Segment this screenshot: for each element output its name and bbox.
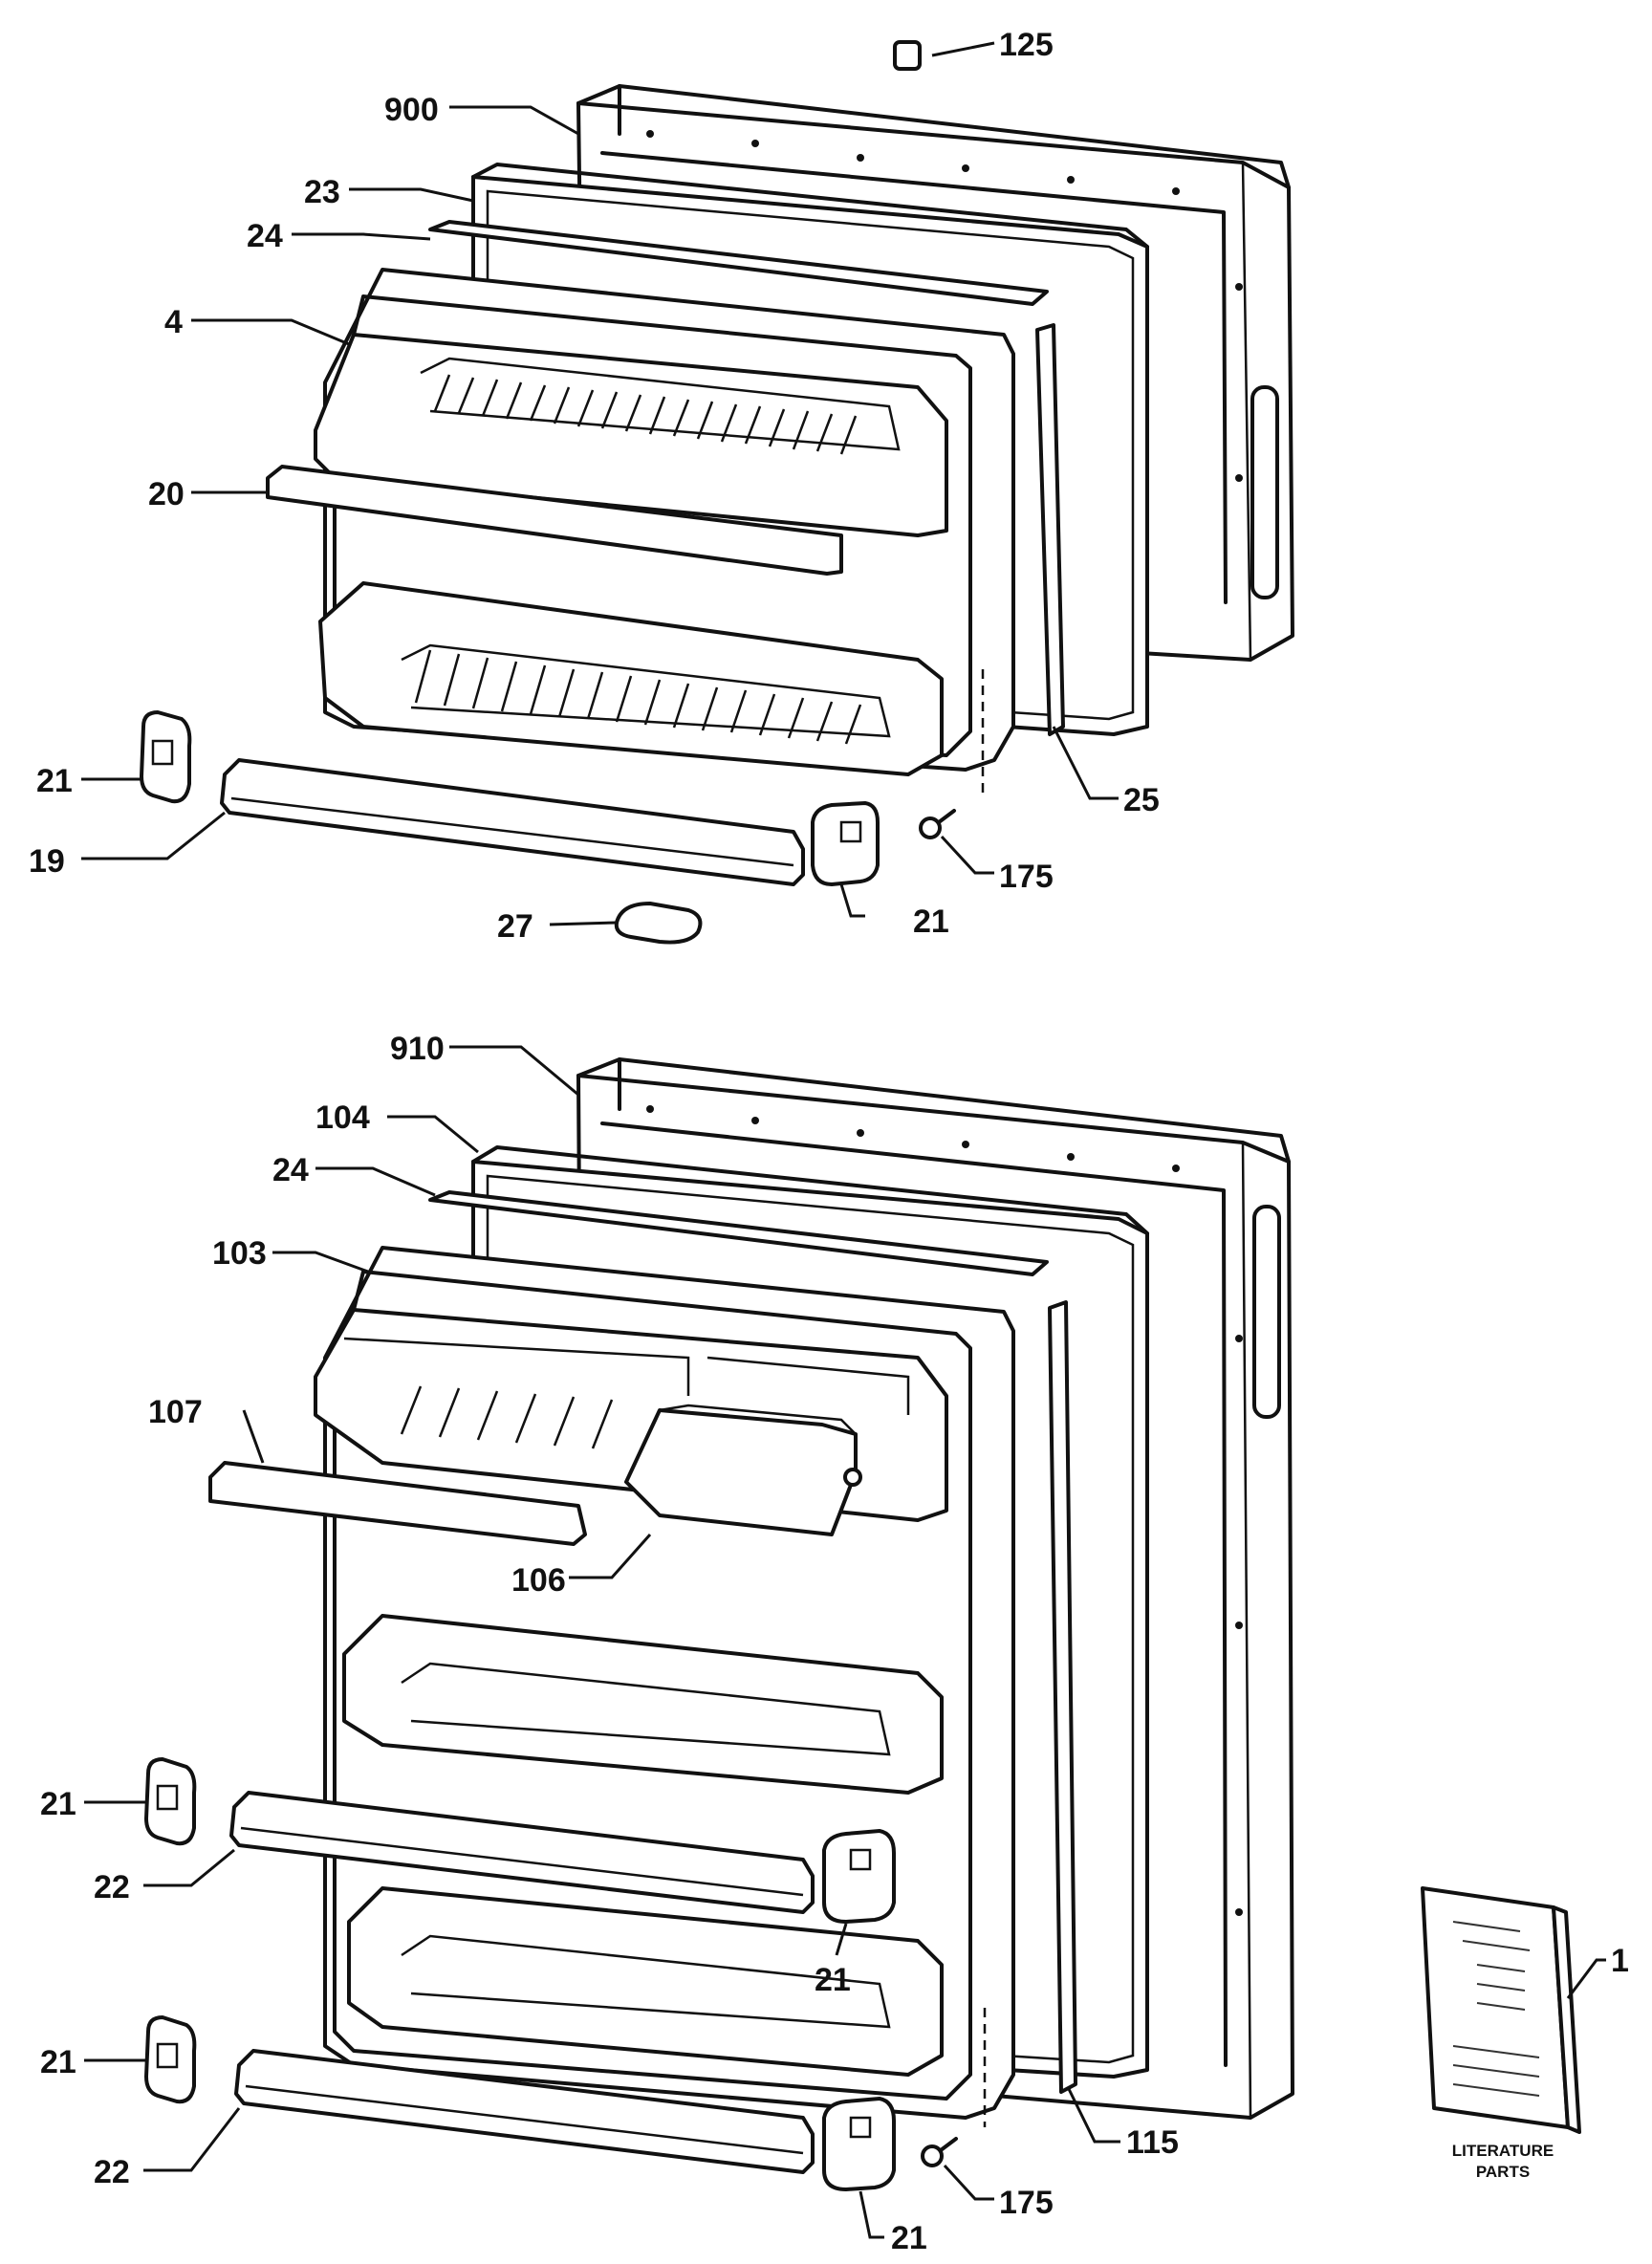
part-125-plug: [893, 40, 922, 71]
part-1-literature-book: [1421, 1886, 1581, 2134]
part-21-end-cap-left-mid: [144, 1757, 197, 1846]
callout-27: 27: [497, 908, 533, 945]
part-24-top-strip-lower: [428, 1190, 1049, 1276]
part-24-top-strip: [428, 220, 1049, 306]
callout-1: 1: [1611, 1943, 1629, 1979]
callout-23: 23: [304, 174, 340, 210]
part-115-breaker-strip: [1048, 1300, 1077, 2094]
part-27-hinge-cover: [614, 902, 703, 945]
part-22-shelf-rail-mid: [229, 1791, 815, 1914]
literature-label-line1: LITERATURE: [1452, 2142, 1554, 2160]
callout-21: 21: [36, 763, 73, 799]
callout-115: 115: [1126, 2124, 1179, 2161]
part-21-end-cap-left-bottom: [144, 2015, 197, 2104]
part-107-shelf-bar: [208, 1461, 587, 1546]
part-175-screw: [919, 809, 956, 839]
callout-24: 24: [247, 218, 283, 254]
callout-900: 900: [384, 92, 439, 128]
part-20-shelf-bar: [266, 465, 843, 576]
part-21-end-cap-right: [811, 801, 880, 886]
callout-22: 22: [94, 1869, 130, 1905]
callout-19: 19: [29, 843, 65, 880]
callout-21: 21: [913, 903, 949, 940]
callout-107: 107: [148, 1394, 203, 1430]
callout-21: 21: [40, 1786, 76, 1822]
callout-21: 21: [40, 2044, 76, 2080]
part-175-screw-lower: [921, 2137, 958, 2167]
fresh-food-door-assembly: [144, 1057, 1581, 2191]
part-21-end-cap-right-mid: [822, 1829, 896, 1924]
callout-21: 21: [815, 1962, 851, 1998]
callout-labels: 125 900 23 24 4 20 21 19 25 175 21 27 91…: [29, 27, 1629, 2256]
callout-175: 175: [999, 2185, 1054, 2221]
callout-22: 22: [94, 2154, 130, 2190]
part-22-shelf-rail-bottom: [234, 2049, 815, 2174]
callout-106: 106: [511, 1562, 566, 1599]
part-103-inner-liner: [314, 1246, 1015, 2120]
callout-4: 4: [164, 304, 183, 340]
callout-103: 103: [212, 1235, 267, 1272]
callout-125: 125: [999, 27, 1054, 63]
literature-label-line2: PARTS: [1476, 2163, 1530, 2181]
callout-21: 21: [891, 2220, 927, 2256]
freezer-door-assembly: [140, 40, 1294, 945]
part-106-dairy-door: [624, 1404, 862, 1536]
part-21-end-cap-right-bottom: [822, 2097, 896, 2191]
callout-20: 20: [148, 476, 185, 512]
part-21-end-cap-left: [140, 710, 192, 804]
callout-24: 24: [272, 1152, 309, 1188]
part-25-breaker-strip: [1035, 323, 1065, 736]
callout-910: 910: [390, 1031, 445, 1067]
callout-25: 25: [1123, 782, 1160, 818]
callout-175: 175: [999, 859, 1054, 895]
callout-104: 104: [315, 1099, 370, 1136]
part-19-shelf-rail: [220, 758, 805, 886]
leader-lines: [81, 41, 1606, 2239]
